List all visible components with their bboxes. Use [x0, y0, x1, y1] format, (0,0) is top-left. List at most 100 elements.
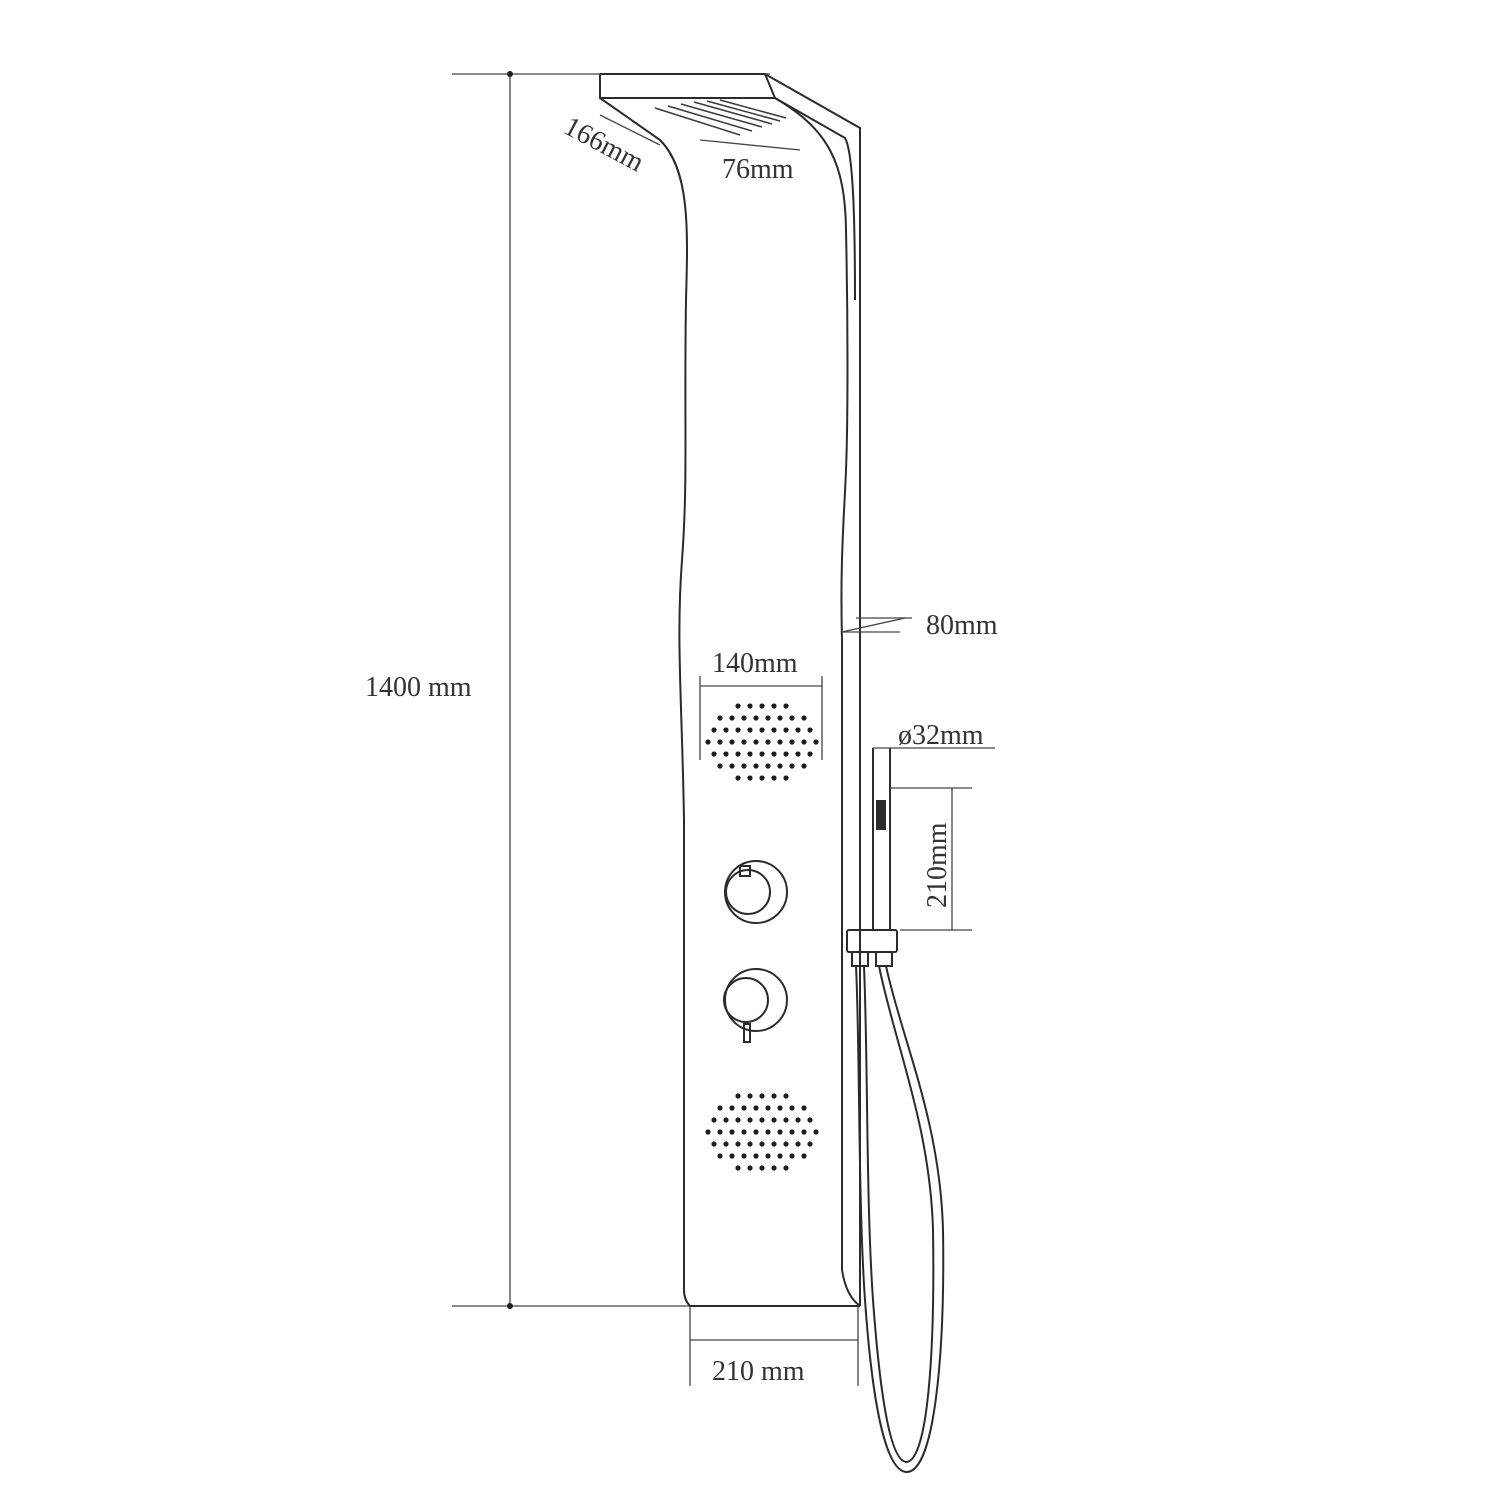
nozzle-dot — [753, 739, 759, 745]
nozzle-dot — [783, 1117, 789, 1123]
nozzle-dot — [783, 1141, 789, 1147]
nozzle-dot — [801, 1129, 807, 1135]
nozzle-dot — [723, 1117, 729, 1123]
nozzle-dot — [741, 763, 747, 769]
nozzle-dot — [801, 763, 807, 769]
height-dimension: 1400 mm — [365, 71, 860, 1309]
nozzle-dot — [753, 715, 759, 721]
nozzle-dot — [741, 1105, 747, 1111]
nozzle-dot — [735, 751, 741, 757]
nozzle-dot — [789, 1129, 795, 1135]
nozzle-dot — [711, 1141, 717, 1147]
nozzle-dot — [729, 763, 735, 769]
nozzle-dot — [771, 1165, 777, 1171]
nozzle-dot — [771, 1141, 777, 1147]
nozzle-dot — [801, 715, 807, 721]
nozzle-dot — [717, 739, 723, 745]
nozzle-dot — [705, 1129, 711, 1135]
nozzle-dot — [777, 1105, 783, 1111]
width-label: 210 mm — [712, 1356, 805, 1387]
nozzle-dot — [771, 751, 777, 757]
nozzle-dot — [765, 1105, 771, 1111]
nozzle-dot — [771, 1093, 777, 1099]
nozzle-dot — [795, 1141, 801, 1147]
hand-shower-diameter-label: ø32mm — [898, 720, 984, 751]
nozzle-dot — [723, 1141, 729, 1147]
nozzle-dot — [759, 727, 765, 733]
flexible-hose — [855, 965, 945, 1474]
nozzle-dot — [813, 1129, 819, 1135]
nozzle-dot — [735, 727, 741, 733]
nozzle-dot — [765, 763, 771, 769]
nozzle-dot — [765, 1153, 771, 1159]
depth-label: 80mm — [926, 610, 998, 641]
nozzle-dot — [807, 1141, 813, 1147]
nozzle-dot — [813, 739, 819, 745]
nozzle-dot — [765, 739, 771, 745]
nozzle-dot — [729, 1153, 735, 1159]
nozzle-dot — [753, 1105, 759, 1111]
nozzle-dot — [747, 727, 753, 733]
nozzle-dot — [723, 727, 729, 733]
nozzle-dot — [771, 703, 777, 709]
nozzle-dot — [807, 727, 813, 733]
nozzle-dot — [729, 739, 735, 745]
hand-shower-length-label: 210mm — [922, 822, 953, 908]
nozzle-dot — [777, 1129, 783, 1135]
nozzle-dot — [717, 1153, 723, 1159]
thermostatic-valve-knob[interactable] — [724, 860, 788, 924]
nozzle-dot — [783, 751, 789, 757]
nozzle-dot — [795, 727, 801, 733]
nozzle-dot — [759, 1165, 765, 1171]
nozzle-dot — [747, 1117, 753, 1123]
nozzle-dot — [765, 1129, 771, 1135]
diverter-valve-knob[interactable] — [723, 968, 788, 1043]
nozzle-dot — [735, 1093, 741, 1099]
nozzle-dot — [717, 763, 723, 769]
nozzle-dot — [789, 763, 795, 769]
nozzle-dot — [741, 1129, 747, 1135]
nozzle-dot — [771, 727, 777, 733]
nozzle-dot — [783, 703, 789, 709]
hand-shower-holder[interactable] — [846, 929, 898, 967]
nozzle-dot — [711, 727, 717, 733]
nozzle-dot — [747, 775, 753, 781]
nozzle-dot — [783, 1093, 789, 1099]
nozzle-dot — [741, 715, 747, 721]
hand-shower[interactable]: ø32mm 210mm — [872, 720, 995, 931]
nozzle-dot — [753, 763, 759, 769]
head-width-label: 76mm — [722, 154, 794, 185]
nozzle-dot — [759, 751, 765, 757]
width-dimension: 210 mm — [689, 1306, 859, 1387]
nozzle-dot — [735, 1141, 741, 1147]
nozzle-dot — [789, 715, 795, 721]
nozzle-dot — [711, 751, 717, 757]
nozzle-dot — [801, 1105, 807, 1111]
nozzle-dot — [717, 1129, 723, 1135]
head-length-label: 166mm — [559, 111, 649, 179]
nozzle-dot — [747, 1165, 753, 1171]
nozzle-dot — [759, 775, 765, 781]
nozzle-dot — [753, 1129, 759, 1135]
nozzle-dot — [735, 1117, 741, 1123]
nozzle-dot — [765, 715, 771, 721]
nozzle-dot — [717, 715, 723, 721]
nozzle-dot — [795, 751, 801, 757]
nozzle-dot — [753, 1153, 759, 1159]
nozzle-dot — [747, 1141, 753, 1147]
height-label: 1400 mm — [365, 672, 472, 703]
nozzle-dot — [729, 1129, 735, 1135]
nozzle-dot — [807, 751, 813, 757]
nozzle-dot — [729, 715, 735, 721]
nozzle-dot — [789, 739, 795, 745]
nozzle-dot — [783, 775, 789, 781]
nozzle-dot — [771, 1117, 777, 1123]
nozzle-dot — [777, 1153, 783, 1159]
jet-diameter-label: 140mm — [712, 648, 798, 679]
nozzle-dot — [747, 703, 753, 709]
depth-dimension: 80mm — [841, 610, 998, 641]
nozzle-dot — [723, 751, 729, 757]
nozzle-dot — [729, 1105, 735, 1111]
nozzle-dot — [795, 1117, 801, 1123]
